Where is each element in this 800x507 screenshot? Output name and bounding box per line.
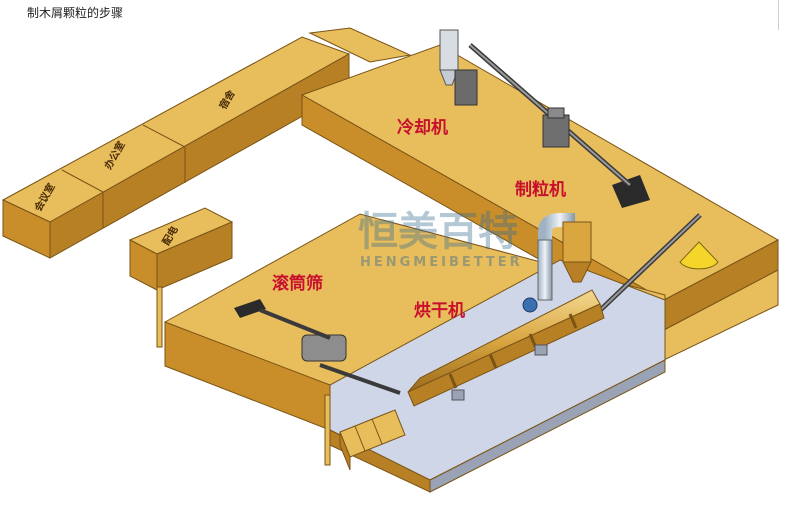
feeder-crates: [339, 409, 406, 471]
watermark-brand-en: HENGMEIBETTER: [360, 255, 523, 270]
brand-watermark: 恒美百特 HENGMEIBETTER: [358, 209, 523, 270]
label-pelletizer: 制粒机: [515, 179, 566, 200]
watermark-brand-cn: 恒美百特: [358, 209, 518, 255]
label-dryer: 烘干机: [414, 300, 465, 321]
label-drum-screen: 滚筒筛: [272, 273, 323, 294]
right-conveyor: [590, 213, 702, 320]
pelletizer-equipment: [542, 107, 570, 148]
divider: [778, 0, 779, 30]
yellow-cone: [679, 241, 719, 270]
rotary-dryer: [407, 289, 605, 407]
label-cooler: 冷却机: [397, 117, 448, 138]
office-wall-block: [1, 27, 412, 259]
page-title: 制木屑颗粒的步骤: [27, 6, 124, 20]
pole: [156, 286, 163, 348]
electric-room-block: [128, 207, 234, 291]
pole-2: [324, 394, 331, 466]
cyclone-equipment: [537, 213, 592, 301]
drum-screen-equipment: [259, 308, 401, 395]
